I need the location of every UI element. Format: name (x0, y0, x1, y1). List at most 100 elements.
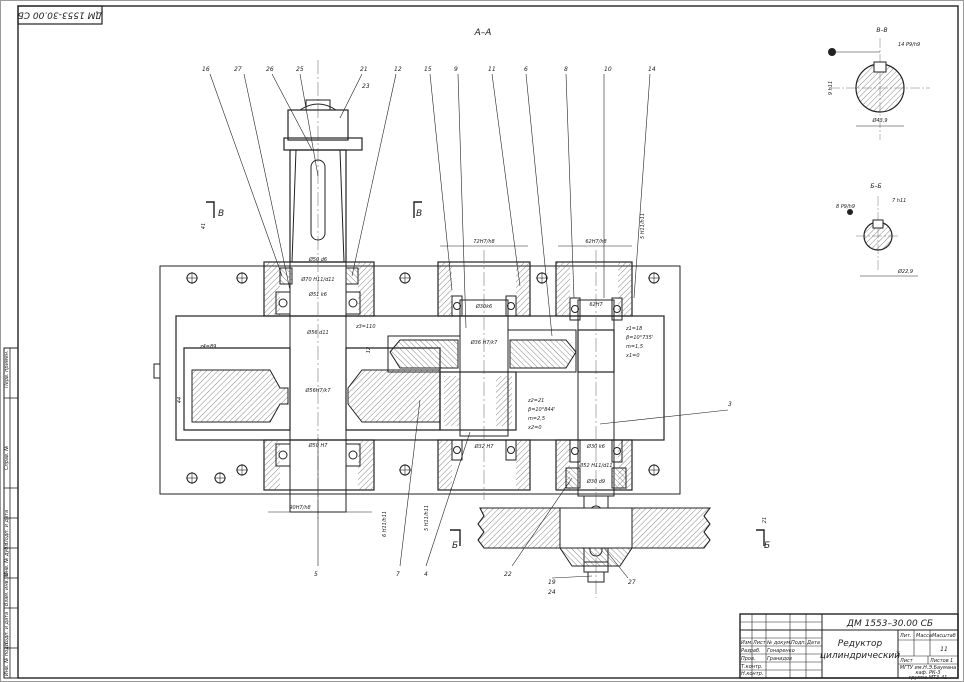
callout-number: 14 (648, 66, 656, 73)
margin-label: Инв. № подл. (4, 642, 10, 677)
housing-bolts (186, 272, 660, 484)
title-row: Разраб. (741, 648, 761, 654)
section-bb-title: Б–Б (870, 183, 881, 190)
title-row: Лист (752, 640, 767, 646)
gear-param: z3=110 (355, 324, 376, 330)
callout-number: 5 (314, 571, 318, 578)
title-col: Лист (899, 658, 914, 664)
dim-label: 6 H11/h11 (382, 511, 388, 537)
bb-key-dim: 8 P9/h9 (836, 204, 855, 210)
dim-label: 21 (762, 517, 768, 523)
bolt-icon (648, 272, 660, 284)
gear-param: β=10°735' (626, 335, 653, 341)
callout-number: 25 (296, 66, 304, 73)
vv-height-dim: 9 h11 (828, 81, 834, 95)
dim-label: 44 (177, 397, 183, 403)
title-name-2: цилиндрический (820, 651, 900, 661)
cutting-planes: В В Б Б (206, 201, 770, 551)
gearbox-housing (153, 261, 681, 495)
bb-diameter-dim: Ø22,9 (897, 268, 913, 275)
pulley (477, 507, 712, 583)
callout-number: 27 (628, 579, 636, 586)
gear-param: z2=21 (527, 398, 544, 404)
margin-label: Перв. примен. (4, 350, 10, 388)
intermediate-shaft (387, 250, 577, 500)
bolt-icon (399, 272, 411, 284)
callout-number: 16 (202, 66, 210, 73)
callout-number: 11 (488, 66, 496, 73)
callout-number: 15 (424, 66, 432, 73)
cut-letter: Б (764, 541, 770, 551)
dimensions: Ø50 d6 Ø70 H11/d11 Ø51 k6 Ø56 d11 Ø56H7/… (177, 213, 768, 537)
section-aa-title: А–А (474, 28, 492, 38)
margin-label: Подп. и дата (4, 612, 10, 646)
corner-code: ДМ 1553-30.00 СБ (18, 10, 104, 20)
callout-number: 12 (394, 66, 402, 73)
section-vv: В–В 14 P9/h9 9 h11 Ø43,9 (828, 27, 930, 140)
dim-label: 12 (366, 347, 372, 353)
dim-label: 62H7 (589, 302, 603, 308)
bolt-icon (186, 272, 198, 284)
gear-param: m=1,5 (626, 344, 643, 350)
title-col: Лит. (899, 633, 912, 639)
gear-param: z1=18 (625, 326, 642, 332)
dim-label: Ø56 d11 (306, 329, 328, 336)
gear-param: x2=0 (527, 425, 542, 431)
callout-number: 19 (548, 579, 556, 586)
bolt-icon (186, 472, 198, 484)
callout-number: 23 (362, 83, 370, 90)
bolt-icon (648, 464, 660, 476)
gear-param: x1=0 (625, 353, 640, 359)
dim-label: 5 H11/h11 (424, 505, 430, 531)
callout-number: 8 (564, 66, 568, 73)
dim-label: Ø36 H7/k7 (470, 339, 498, 346)
title-row: Н.контр. (741, 671, 763, 677)
title-row: Т.контр. (741, 664, 763, 670)
dim-label: 90H7/h8 (289, 505, 310, 511)
callout-number: 27 (234, 66, 242, 73)
callout-number: 22 (504, 571, 512, 578)
gear-param: β=10°844' (528, 407, 555, 413)
dim-label: 72H7/h8 (473, 239, 494, 245)
dim-label: Ø56H7/k7 (305, 387, 332, 394)
title-name-1: Редуктор (838, 639, 883, 649)
dim-label: Ø30 k6 (586, 443, 605, 450)
section-vv-title: В–В (876, 27, 887, 34)
dim-label: Ø30k6 (475, 303, 492, 310)
corner-code-box: ДМ 1553-30.00 СБ (17, 5, 104, 25)
bolt-icon (399, 464, 411, 476)
vv-diameter-dim: Ø43,9 (871, 117, 887, 124)
dim-label: Ø70 H11/d11 (300, 276, 334, 283)
callout-number: 7 (396, 571, 400, 578)
inner-frame (17, 5, 959, 679)
gear-param: m=2,5 (528, 416, 545, 422)
callout-number: 10 (604, 66, 612, 73)
bolt-icon (236, 464, 248, 476)
left-margin-strip: Перв. примен. Справ. № Подп. и дата Инв.… (3, 347, 19, 679)
title-row: Пров. (741, 656, 756, 662)
callout-number: 3 (728, 401, 732, 408)
title-row: Гранидов (767, 656, 792, 662)
title-col: Листов (929, 658, 949, 664)
callouts: 16 27 26 25 21 12 15 9 11 6 8 10 14 3 5 … (202, 66, 732, 596)
title-row: Подп. (791, 640, 806, 646)
title-col: Масса (916, 633, 932, 639)
dim-label: 5 H11/h11 (640, 213, 646, 239)
margin-label: Подп. и дата (4, 510, 10, 544)
callout-number: 6 (524, 66, 528, 73)
gear-wheel-z4 (183, 347, 441, 431)
callout-number: 24 (548, 589, 556, 596)
dim-label: 62H7/h8 (585, 239, 606, 245)
title-row: Гонаренко (767, 648, 795, 654)
output-shaft (275, 60, 363, 520)
bolt-icon (214, 472, 226, 484)
bb-height-dim: 7 h11 (892, 198, 906, 204)
org-line: МГТУ им.Н.Э.Баумана (900, 665, 956, 671)
section-bb: Б–Б 8 P9/h9 7 h11 Ø22,9 (836, 183, 918, 277)
sheet-number: 11 (940, 646, 948, 653)
dim-label: Ø52 H11/d11 (578, 462, 612, 469)
input-shaft (565, 250, 627, 598)
margin-label: Инв. № дубл. (4, 542, 10, 576)
dim-label: Ø32 H7 (474, 443, 495, 450)
dim-label: Ø30 d9 (586, 478, 605, 485)
